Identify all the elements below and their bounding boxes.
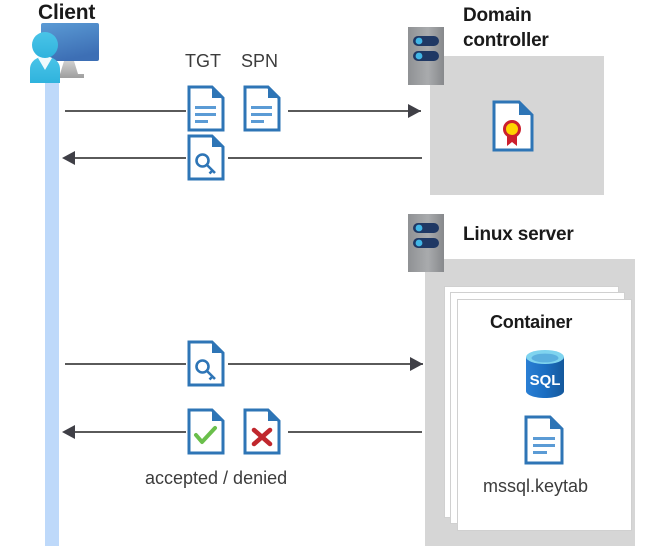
message-3-arrowhead [410, 357, 423, 371]
container-card-front [457, 299, 632, 531]
denied-cross-document-icon [243, 408, 281, 455]
message-2-arrowhead [62, 151, 75, 165]
message-3-line-left [65, 363, 186, 365]
auth-request-key-document-icon [187, 340, 225, 387]
sql-database-icon: SQL [521, 348, 569, 400]
linux-server-title: Linux server [463, 224, 574, 245]
message-2-line-left [65, 157, 186, 159]
domain-controller-server-rack-icon [408, 27, 444, 85]
message-1-arrowhead [408, 104, 421, 118]
message-1-line-right [288, 110, 421, 112]
spn-label: SPN [241, 51, 279, 71]
message-4-arrowhead [62, 425, 75, 439]
domain-controller-title: Domain controller [463, 5, 549, 51]
accepted-denied-caption: accepted / denied [145, 468, 288, 488]
keytab-filename-label: mssql.keytab [483, 476, 589, 496]
keytab-document-icon [524, 415, 564, 465]
message-3-line-right [228, 363, 423, 365]
container-title: Container [490, 312, 573, 332]
message-1-line-left [65, 110, 186, 112]
svg-text:SQL: SQL [530, 372, 561, 389]
service-ticket-key-document-icon [187, 134, 225, 181]
spn-document-icon [243, 85, 281, 132]
message-2-line-right [228, 157, 422, 159]
message-4-line-left [65, 431, 186, 433]
client-title: Client [38, 1, 96, 24]
accepted-check-document-icon [187, 408, 225, 455]
tgt-document-icon [187, 85, 225, 132]
message-4-line-right [288, 431, 422, 433]
certificate-document-icon [492, 100, 534, 152]
tgt-label: TGT [185, 51, 221, 71]
client-user-monitor-icon [8, 21, 104, 83]
client-lifeline [45, 66, 59, 546]
linux-server-server-rack-icon [408, 214, 444, 272]
